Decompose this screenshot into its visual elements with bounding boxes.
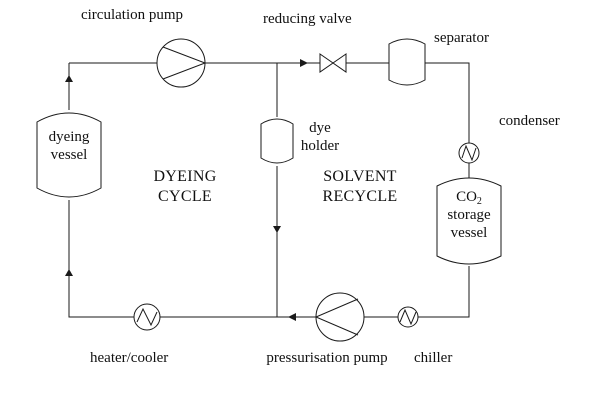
storage-vessel-text: storage vessel xyxy=(447,207,491,241)
dye-holder-label: dye holder xyxy=(300,120,340,154)
condenser-label: condenser xyxy=(499,113,560,129)
dyeing-cycle-label: DYEING CYCLE xyxy=(153,168,217,205)
pipe-bottom-left xyxy=(68,200,134,318)
reducing-valve-label: reducing valve xyxy=(263,11,352,27)
heater-cooler-label: heater/cooler xyxy=(90,350,169,366)
dyeing-vessel-shape xyxy=(36,112,102,198)
flow-arrow-up-bottom xyxy=(65,269,73,276)
separator-label: separator xyxy=(434,30,489,46)
circulation-pump-label: circulation pump xyxy=(80,7,184,23)
chiller-icon xyxy=(397,306,419,328)
heater-cooler-icon xyxy=(133,303,161,331)
pressurisation-pump-label: pressurisation pump xyxy=(266,350,388,366)
co2-formula: CO2 xyxy=(456,189,482,207)
chiller-label: chiller xyxy=(414,350,453,366)
dyeing-vessel-label: dyeing vessel xyxy=(48,129,90,163)
circulation-pump-icon xyxy=(156,38,207,88)
pressurisation-pump-icon xyxy=(314,292,365,342)
pipe-storage-chiller xyxy=(418,266,470,318)
co2-storage-vessel-shape xyxy=(436,177,502,265)
pipe-separator-condenser xyxy=(425,62,470,143)
flow-arrow-down xyxy=(273,226,281,233)
dye-holder-shape xyxy=(260,118,294,164)
solvent-recycle-label: SOLVENT RECYCLE xyxy=(322,168,398,205)
flow-arrow-left xyxy=(288,313,296,321)
co2-storage-vessel-label: CO2 storage vessel xyxy=(437,188,501,242)
condenser-icon xyxy=(458,142,480,164)
reducing-valve-icon xyxy=(319,53,347,73)
flow-arrow-right xyxy=(300,59,308,67)
flow-arrow-up-top xyxy=(65,75,73,82)
separator-shape xyxy=(388,38,426,86)
